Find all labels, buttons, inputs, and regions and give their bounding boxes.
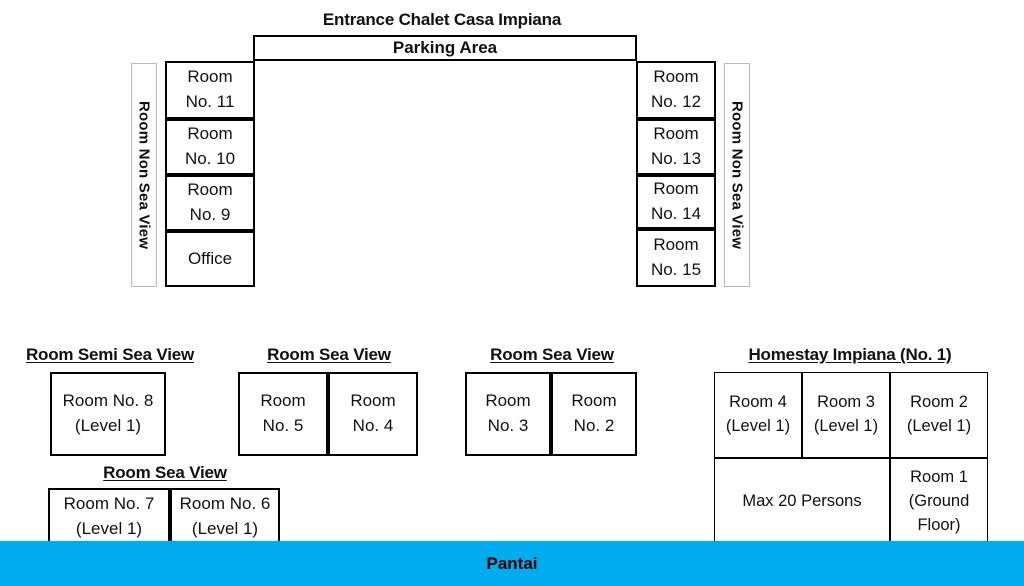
homestay-room-1-line1: Room 1 — [910, 468, 968, 487]
room-box-3[interactable]: Room No. 3 — [465, 372, 551, 456]
heading-room-sea-view-b: Room Sea View — [490, 345, 614, 364]
room-3-line1: Room — [485, 391, 531, 411]
room-10-line1: Room — [187, 124, 233, 144]
room-15-line1: Room — [653, 235, 699, 255]
right-side-label-panel: Room Non Sea View — [724, 63, 750, 287]
beach-strip: Pantai — [0, 541, 1024, 586]
right-side-label-text: Room Non Sea View — [728, 100, 746, 250]
room-box-10[interactable]: Room No. 10 — [165, 119, 255, 175]
room-box-7[interactable]: Room No. 7 (Level 1) — [48, 488, 170, 546]
left-side-label-text: Room Non Sea View — [135, 100, 153, 250]
room-5-line1: Room — [260, 391, 306, 411]
room-7-line1: Room No. 7 — [63, 494, 155, 514]
homestay-room-3-line1: Room 3 — [817, 393, 875, 412]
room-4-line2: No. 4 — [352, 416, 394, 435]
room-9-line1: Room — [187, 180, 233, 200]
homestay-room-2-line1: Room 2 — [910, 393, 968, 412]
room-8-line1: Room No. 8 — [62, 391, 154, 411]
room-7-line2: (Level 1) — [75, 519, 143, 538]
room-10-line2: No. 10 — [184, 149, 236, 168]
room-6-line2: (Level 1) — [191, 519, 259, 538]
room-13-line2: No. 13 — [650, 149, 702, 168]
room-box-12[interactable]: Room No. 12 — [636, 61, 716, 119]
room-15-line2: No. 15 — [650, 260, 702, 279]
room-12-line1: Room — [653, 67, 699, 87]
homestay-capacity-cell: Max 20 Persons — [714, 458, 890, 546]
room-box-4[interactable]: Room No. 4 — [328, 372, 418, 456]
homestay-room-4-line2: (Level 1) — [725, 417, 791, 435]
room-12-line2: No. 12 — [650, 92, 702, 111]
homestay-capacity-label: Max 20 Persons — [742, 492, 862, 511]
heading-homestay-impiana: Homestay Impiana (No. 1) — [748, 345, 952, 364]
heading-room-sea-view-a: Room Sea View — [267, 345, 391, 364]
homestay-room-3-line2: (Level 1) — [813, 417, 879, 435]
homestay-room-4-line1: Room 4 — [729, 393, 787, 412]
room-box-2[interactable]: Room No. 2 — [551, 372, 637, 456]
room-11-line1: Room — [187, 67, 233, 87]
room-5-line2: No. 5 — [262, 416, 304, 435]
room-13-line1: Room — [653, 124, 699, 144]
left-side-label-panel: Room Non Sea View — [131, 63, 157, 287]
office-box[interactable]: Office — [165, 231, 255, 287]
parking-area-box: Parking Area — [253, 35, 637, 61]
room-box-6[interactable]: Room No. 6 (Level 1) — [170, 488, 280, 546]
room-2-line2: No. 2 — [573, 416, 615, 435]
room-box-14[interactable]: Room No. 14 — [636, 175, 716, 229]
room-3-line2: No. 3 — [487, 416, 529, 435]
room-14-line1: Room — [653, 179, 699, 199]
heading-room-sea-view-lower: Room Sea View — [103, 463, 227, 482]
room-8-line2: (Level 1) — [74, 416, 142, 435]
room-box-8[interactable]: Room No. 8 (Level 1) — [50, 372, 166, 456]
heading-room-semi-sea-view: Room Semi Sea View — [25, 345, 195, 364]
room-14-line2: No. 14 — [650, 204, 702, 223]
page-title: Entrance Chalet Casa Impiana — [322, 10, 562, 29]
room-box-9[interactable]: Room No. 9 — [165, 175, 255, 231]
room-2-line1: Room — [571, 391, 617, 411]
room-box-5[interactable]: Room No. 5 — [238, 372, 328, 456]
room-box-13[interactable]: Room No. 13 — [636, 119, 716, 175]
homestay-room-3[interactable]: Room 3 (Level 1) — [802, 372, 890, 458]
room-box-11[interactable]: Room No. 11 — [165, 61, 255, 119]
room-11-line2: No. 11 — [185, 92, 235, 111]
homestay-room-2-line2: (Level 1) — [906, 417, 972, 435]
room-box-15[interactable]: Room No. 15 — [636, 229, 716, 287]
office-label: Office — [187, 248, 233, 268]
homestay-room-1-line2: (Ground — [908, 492, 970, 511]
room-9-line2: No. 9 — [189, 205, 231, 224]
homestay-room-1[interactable]: Room 1 (Ground Floor) — [890, 458, 988, 546]
homestay-room-4[interactable]: Room 4 (Level 1) — [714, 372, 802, 458]
room-4-line1: Room — [350, 391, 396, 411]
homestay-room-1-line3: Floor) — [917, 515, 961, 534]
beach-label: Pantai — [486, 553, 538, 573]
homestay-room-2[interactable]: Room 2 (Level 1) — [890, 372, 988, 458]
room-6-line1: Room No. 6 — [179, 494, 271, 514]
parking-area-label: Parking Area — [392, 37, 498, 57]
